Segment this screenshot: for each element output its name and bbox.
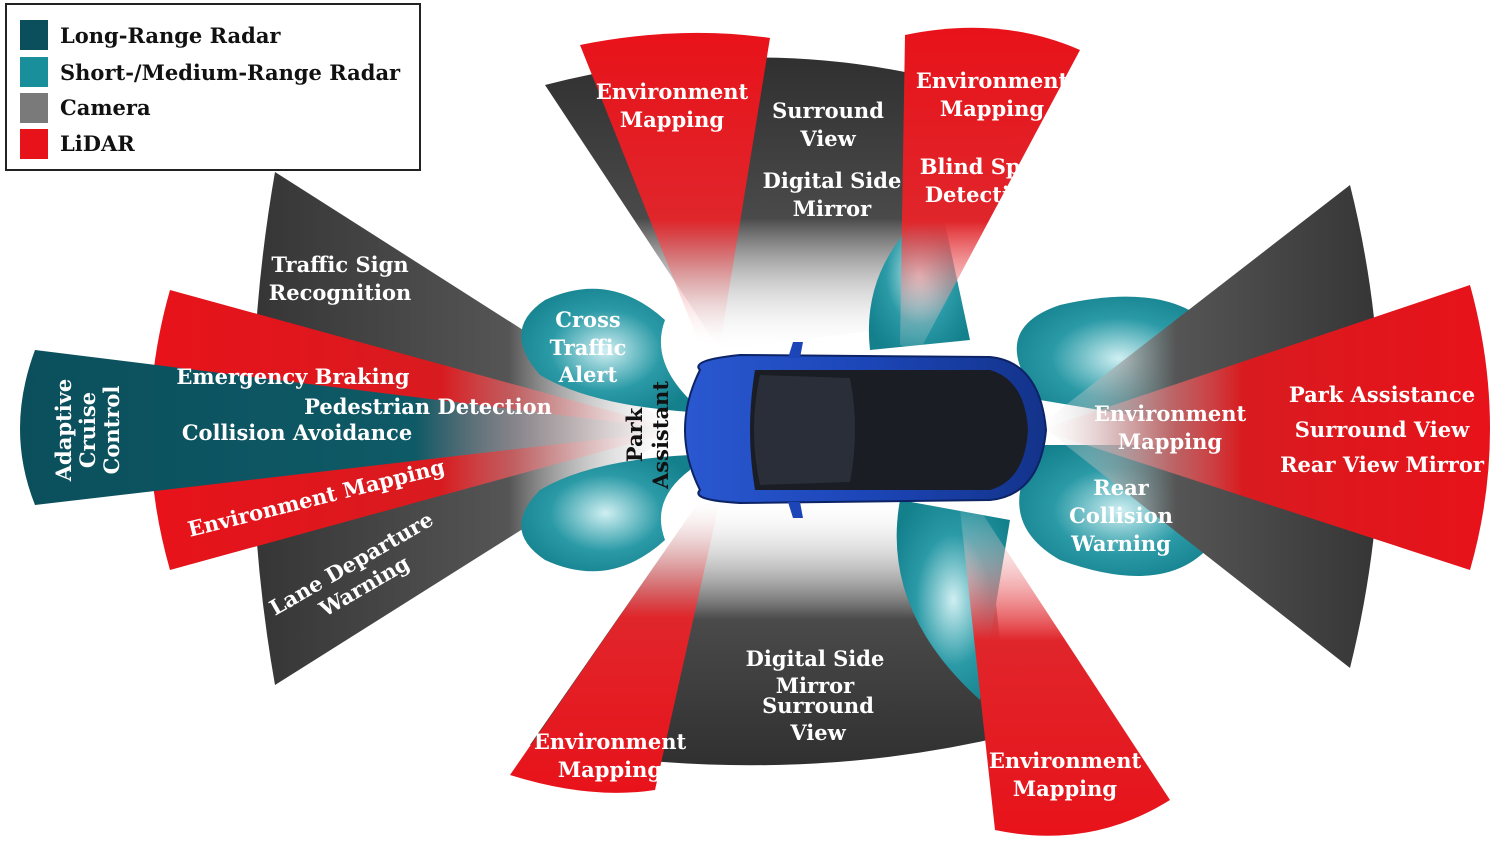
label-adaptive-cruise-control: Adaptive Cruise Control <box>51 379 124 483</box>
label-surround-view-rear: Surround View <box>1295 417 1470 442</box>
label-environment-mapping-top-left: Environment Mapping <box>596 79 749 132</box>
svg-text:Mirror: Mirror <box>776 673 855 698</box>
svg-text:Traffic: Traffic <box>550 335 627 360</box>
svg-text:View: View <box>799 126 856 151</box>
label-pedestrian-detection: Pedestrian Detection <box>304 394 552 419</box>
svg-text:Surround: Surround <box>762 693 874 718</box>
svg-text:Recognition: Recognition <box>269 280 412 305</box>
svg-text:Digital Side: Digital Side <box>763 168 902 193</box>
svg-text:Detection: Detection <box>925 182 1039 207</box>
svg-text:Environment: Environment <box>1094 401 1247 426</box>
short-radar-front-upper <box>521 288 690 412</box>
lidar-zone-top-left <box>580 32 770 346</box>
label-cross-traffic-alert: Cross Traffic Alert <box>550 307 627 387</box>
label-digital-side-mirror-top: Digital Side Mirror <box>763 168 902 221</box>
label-environment-mapping-bottom-right: Environment Mapping <box>989 748 1142 801</box>
label-traffic-sign-recognition: Traffic Sign Recognition <box>269 252 412 305</box>
legend-entry-long-radar: Long-Range Radar <box>20 20 281 50</box>
label-digital-side-mirror-bottom: Digital Side Mirror <box>746 646 885 698</box>
svg-text:Environment: Environment <box>916 68 1069 93</box>
svg-text:Mapping: Mapping <box>558 757 662 782</box>
svg-text:Assistant: Assistant <box>648 381 673 490</box>
label-rear-view-mirror: Rear View Mirror <box>1280 452 1485 477</box>
legend-swatch-lidar <box>20 129 48 159</box>
legend-entry-short-radar: Short-/Medium-Range Radar <box>20 57 401 87</box>
short-radar-front-lower <box>521 455 690 572</box>
legend: Long-Range Radar Short-/Medium-Range Rad… <box>5 3 421 171</box>
svg-text:Collision: Collision <box>1069 503 1173 528</box>
svg-text:Environment: Environment <box>534 729 687 754</box>
legend-label-camera: Camera <box>60 95 151 120</box>
svg-text:Park: Park <box>622 407 647 462</box>
legend-box <box>5 3 421 171</box>
lidar-zone-bottom-right <box>960 510 1170 836</box>
legend-label-short-radar: Short-/Medium-Range Radar <box>60 60 401 85</box>
svg-text:Mapping: Mapping <box>1013 776 1117 801</box>
svg-text:Blind Spot: Blind Spot <box>920 154 1045 179</box>
svg-text:Environment: Environment <box>596 79 749 104</box>
label-environment-mapping-top-right: Environment Mapping <box>916 68 1069 121</box>
svg-text:Mapping: Mapping <box>1118 429 1222 454</box>
legend-label-lidar: LiDAR <box>60 131 135 156</box>
svg-text:Mapping: Mapping <box>620 107 724 132</box>
svg-text:Surround: Surround <box>772 98 884 123</box>
label-park-assistant: Park Assistant <box>622 381 673 490</box>
svg-text:Adaptive: Adaptive <box>51 379 76 483</box>
lidar-zone-rear <box>1040 285 1490 570</box>
label-emergency-braking: Emergency Braking <box>176 364 409 389</box>
svg-text:Mapping: Mapping <box>940 96 1044 121</box>
label-park-assistance: Park Assistance <box>1289 382 1475 407</box>
svg-text:Rear: Rear <box>1093 475 1149 500</box>
legend-label-long-radar: Long-Range Radar <box>60 23 281 48</box>
svg-text:View: View <box>789 720 846 745</box>
svg-text:Environment: Environment <box>989 748 1142 773</box>
label-environment-mapping-rear: Environment Mapping <box>1094 401 1247 454</box>
label-surround-view-bottom: Surround View <box>762 693 874 745</box>
svg-text:Traffic Sign: Traffic Sign <box>271 252 408 277</box>
lidar-zone-top-right <box>900 27 1080 351</box>
legend-entry-lidar: LiDAR <box>20 129 135 159</box>
label-collision-avoidance: Collision Avoidance <box>182 420 412 445</box>
svg-text:Warning: Warning <box>1070 531 1171 556</box>
legend-swatch-long-radar <box>20 20 48 50</box>
label-rear-collision-warning: Rear Collision Warning <box>1069 475 1173 556</box>
svg-text:Alert: Alert <box>558 362 618 387</box>
legend-swatch-short-radar <box>20 57 48 87</box>
svg-text:Control: Control <box>99 386 124 475</box>
label-blind-spot-detection: Blind Spot Detection <box>920 154 1045 207</box>
lidar-zone-bottom-left <box>510 500 720 793</box>
svg-text:Cross: Cross <box>555 307 620 332</box>
car-top-view <box>684 342 1048 518</box>
svg-text:Digital Side: Digital Side <box>746 646 885 671</box>
legend-entry-camera: Camera <box>20 93 151 123</box>
svg-text:Mirror: Mirror <box>793 196 872 221</box>
long-radar-zone <box>20 350 680 505</box>
svg-text:Cruise: Cruise <box>75 392 100 468</box>
label-environment-mapping-bottom-left: Environment Mapping <box>534 729 687 782</box>
legend-swatch-camera <box>20 93 48 123</box>
label-surround-view-top: Surround View <box>772 98 884 151</box>
